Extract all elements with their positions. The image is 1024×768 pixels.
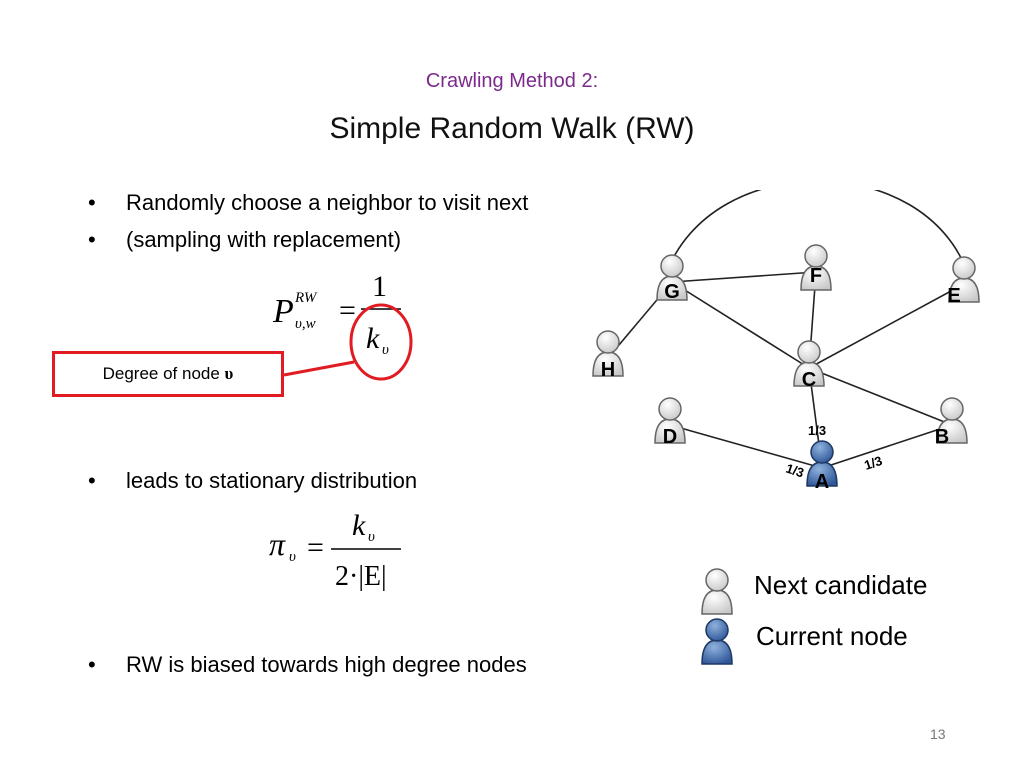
node-C: C [793, 340, 825, 391]
callout-connector-line [283, 360, 355, 377]
formula1-eq: = [339, 294, 356, 327]
node-B: B [935, 397, 968, 448]
node-F: F [800, 244, 832, 291]
candidate-node-icon [793, 340, 825, 387]
edge-G-E [665, 190, 969, 275]
node-label-C: C [802, 369, 816, 391]
legend-next-candidate: Next candidate [754, 570, 928, 600]
formula1-num: 1 [372, 270, 387, 303]
bullet-text: (sampling with replacement) [126, 227, 402, 252]
candidate-node-icon [800, 244, 832, 291]
node-label-E: E [947, 285, 960, 307]
graph-edge-labels: 1/3 1/3 1/3 [784, 423, 884, 480]
formula1-sub: υ,w [295, 316, 316, 332]
node-label-H: H [601, 359, 615, 381]
candidate-node-icon [592, 330, 624, 377]
candidate-node-icon [948, 256, 980, 303]
formula2-num-sub: υ [368, 529, 375, 545]
bullet-dot: • [88, 468, 96, 493]
node-A: A [806, 440, 838, 493]
page-number: 13 [930, 726, 946, 742]
slide-subtitle: Crawling Method 2: [425, 70, 599, 92]
node-label-D: D [663, 426, 677, 448]
random-walk-graph: 1/3 1/3 1/3 F G E H C D B A [592, 190, 980, 493]
bullet-dot: • [88, 227, 96, 252]
node-label-G: G [664, 281, 680, 303]
node-G: G [656, 254, 688, 303]
bullet-text: Randomly choose a neighbor to visit next [126, 190, 529, 215]
callout-text: Degree of node [102, 364, 220, 383]
formula2-pi: π [269, 526, 286, 562]
degree-callout-label: Degree of node υ [55, 354, 281, 394]
slide-title: Simple Random Walk (RW) [329, 112, 695, 145]
bullet-dot: • [88, 190, 96, 215]
bullet-text: RW is biased towards high degree nodes [126, 652, 527, 677]
edge-label-DA: 1/3 [784, 461, 806, 481]
formula1-den-k: k [366, 322, 380, 355]
callout-symbol: υ [224, 364, 234, 383]
edge-A-B [821, 424, 953, 469]
formula1-p: P [272, 293, 294, 330]
node-label-F: F [810, 265, 822, 287]
stationary-distribution-formula: π υ = k υ 2·|E| [269, 509, 401, 592]
candidate-node-icon [656, 254, 688, 301]
legend-icons [701, 568, 733, 665]
formula1-den-sub: υ [382, 342, 389, 358]
edge-G-F [671, 271, 817, 283]
legend-candidate-icon [701, 568, 733, 615]
formula2-eq: = [307, 531, 324, 564]
formula2-den: 2·|E| [335, 561, 387, 592]
degree-highlight-circle [349, 303, 413, 381]
graph-nodes: F G E H C D B A [592, 244, 980, 493]
edge-E-C [808, 283, 965, 369]
degree-callout-box: Degree of node υ [52, 351, 284, 397]
formula2-pi-sub: υ [289, 549, 296, 565]
transition-probability-formula: P RW υ,w = 1 k υ [272, 270, 413, 381]
node-D: D [654, 397, 686, 448]
candidate-node-icon [936, 397, 968, 444]
node-H: H [592, 330, 624, 381]
edge-label-CA: 1/3 [808, 423, 826, 438]
edge-label-AB: 1/3 [862, 453, 884, 473]
bullet-text: leads to stationary distribution [126, 468, 418, 493]
formula1-sup: RW [294, 290, 318, 306]
legend-current-icon [701, 618, 733, 665]
legend-current-node: Current node [756, 621, 908, 651]
node-label-A: A [815, 471, 829, 493]
candidate-node-icon [654, 397, 686, 444]
edge-C-B [808, 367, 953, 426]
edge-G-C [671, 281, 810, 369]
node-label-B: B [935, 426, 949, 448]
bullet-dot: • [88, 652, 96, 677]
node-E: E [947, 256, 980, 307]
formula2-num-k: k [352, 509, 366, 542]
edge-D-A [669, 424, 823, 469]
current-node-icon [806, 440, 838, 487]
callout-connector [283, 360, 355, 377]
